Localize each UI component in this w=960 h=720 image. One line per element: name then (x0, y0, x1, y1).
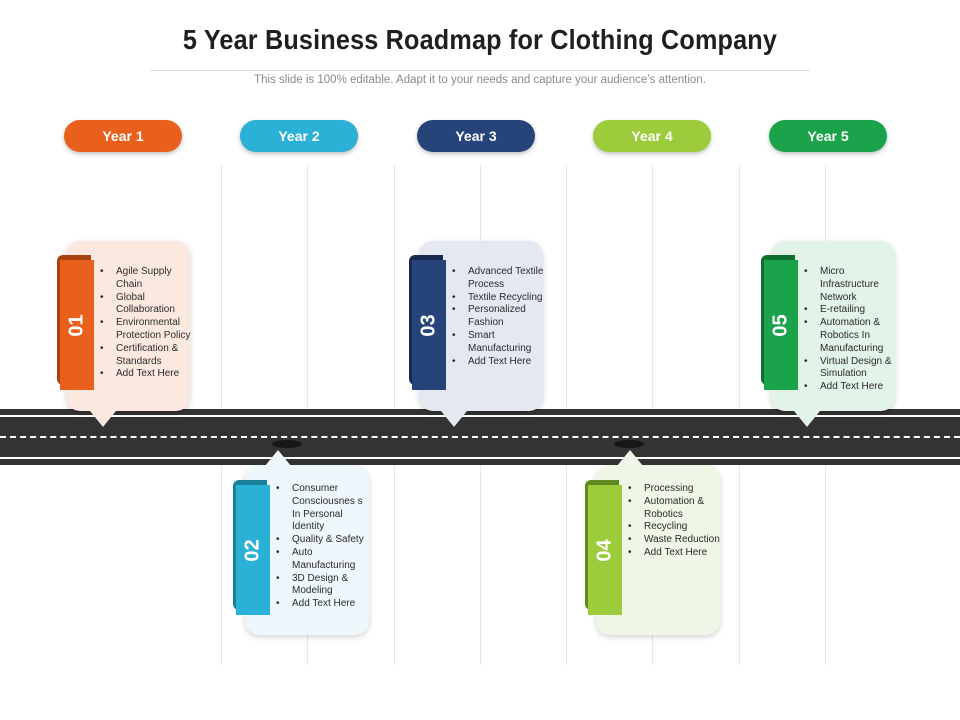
list-item: Personalized Fashion (452, 304, 544, 330)
list-item: Quality & Safety (276, 534, 368, 547)
card-pointer (617, 450, 643, 466)
list-item: E-retailing (804, 304, 896, 317)
milestone-tab-02: 02 (236, 485, 270, 615)
list-item: Smart Manufacturing (452, 330, 544, 356)
list-item: Processing (628, 483, 720, 496)
list-item: Agile Supply Chain (100, 266, 192, 292)
list-item: Certification & Standards (100, 343, 192, 369)
title-divider (150, 70, 810, 71)
milestone-list-05: Micro Infrastructure Network E-retailing… (804, 266, 896, 394)
year-5-pill: Year 5 (769, 120, 887, 152)
milestone-list-03: Advanced Textile Process Textile Recycli… (452, 266, 544, 368)
list-item: Add Text Here (452, 356, 544, 369)
list-item: Auto Manufacturing (276, 547, 368, 573)
milestone-tab-03: 03 (412, 260, 446, 390)
year-3-pill: Year 3 (417, 120, 535, 152)
milestone-number: 02 (241, 538, 264, 562)
card-pointer (90, 411, 116, 427)
list-item: Add Text Here (276, 598, 368, 611)
list-item: Add Text Here (804, 381, 896, 394)
road-edge-line (0, 415, 960, 417)
milestone-tab-01: 01 (60, 260, 94, 390)
road-center-dashes (0, 436, 960, 438)
milestone-number: 05 (769, 313, 792, 337)
list-item: Waste Reduction (628, 534, 720, 547)
milestone-number: 01 (65, 313, 88, 337)
list-item: Recycling (628, 521, 720, 534)
road-marker-shadow (614, 440, 644, 448)
milestone-list-02: Consumer Consciousnes s In Personal Iden… (276, 483, 368, 611)
milestone-tab-05: 05 (764, 260, 798, 390)
list-item: Advanced Textile Process (452, 266, 544, 292)
road-marker-shadow (272, 440, 302, 448)
list-item: 3D Design & Modeling (276, 573, 368, 599)
page-title: 5 Year Business Roadmap for Clothing Com… (182, 24, 778, 55)
page-subtitle: This slide is 100% editable. Adapt it to… (254, 74, 706, 86)
milestone-tab-04: 04 (588, 485, 622, 615)
list-item: Micro Infrastructure Network (804, 266, 896, 304)
list-item: Add Text Here (628, 547, 720, 560)
milestone-number: 03 (417, 313, 440, 337)
year-2-pill: Year 2 (240, 120, 358, 152)
card-pointer (794, 411, 820, 427)
card-pointer (265, 450, 291, 466)
milestone-number: 04 (593, 538, 616, 562)
milestone-list-04: Processing Automation & Robotics Recycli… (628, 483, 720, 560)
list-item: Textile Recycling (452, 292, 544, 305)
list-item: Consumer Consciousnes s In Personal Iden… (276, 483, 368, 534)
list-item: Automation & Robotics In Manufacturing (804, 317, 896, 355)
list-item: Automation & Robotics (628, 496, 720, 522)
list-item: Environmental Protection Policy (100, 317, 192, 343)
list-item: Global Collaboration (100, 292, 192, 318)
year-4-pill: Year 4 (593, 120, 711, 152)
road-edge-line (0, 457, 960, 459)
list-item: Virtual Design & Simulation (804, 356, 896, 382)
list-item: Add Text Here (100, 368, 192, 381)
year-1-pill: Year 1 (64, 120, 182, 152)
milestone-list-01: Agile Supply Chain Global Collaboration … (100, 266, 192, 381)
card-pointer (441, 411, 467, 427)
